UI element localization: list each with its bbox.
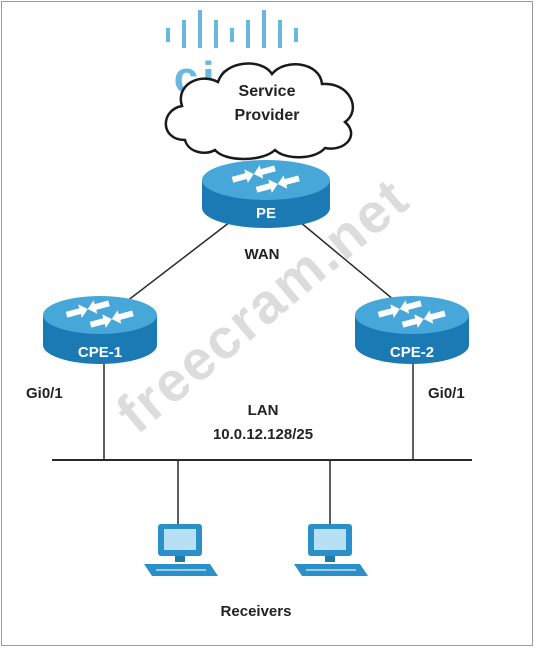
cpe2-label: CPE-2 (390, 344, 434, 361)
cpe2-router-icon: CPE-2 (355, 296, 469, 364)
links (103, 221, 414, 530)
receiver-computer-icon (294, 524, 368, 576)
lan-label: LAN (248, 402, 279, 419)
wan-label: WAN (245, 246, 280, 263)
cpe1-router-icon: CPE-1 (43, 296, 157, 364)
service-provider-cloud: Service Provider (164, 62, 355, 161)
pe-label: PE (256, 205, 276, 222)
cpe2-interface-label: Gi0/1 (428, 385, 465, 402)
pe-cpe1-link (117, 221, 231, 309)
lan-subnet-label: 10.0.12.128/25 (213, 426, 313, 443)
cloud-label-line2: Provider (235, 107, 300, 124)
cloud-label-line1: Service (239, 83, 296, 100)
receivers-label: Receivers (221, 603, 292, 620)
pe-cpe2-link (299, 221, 401, 306)
cpe1-label: CPE-1 (78, 344, 122, 361)
pe-router-icon: PE (202, 160, 330, 228)
receiver-computer-icon (144, 524, 218, 576)
cpe1-interface-label: Gi0/1 (26, 385, 63, 402)
